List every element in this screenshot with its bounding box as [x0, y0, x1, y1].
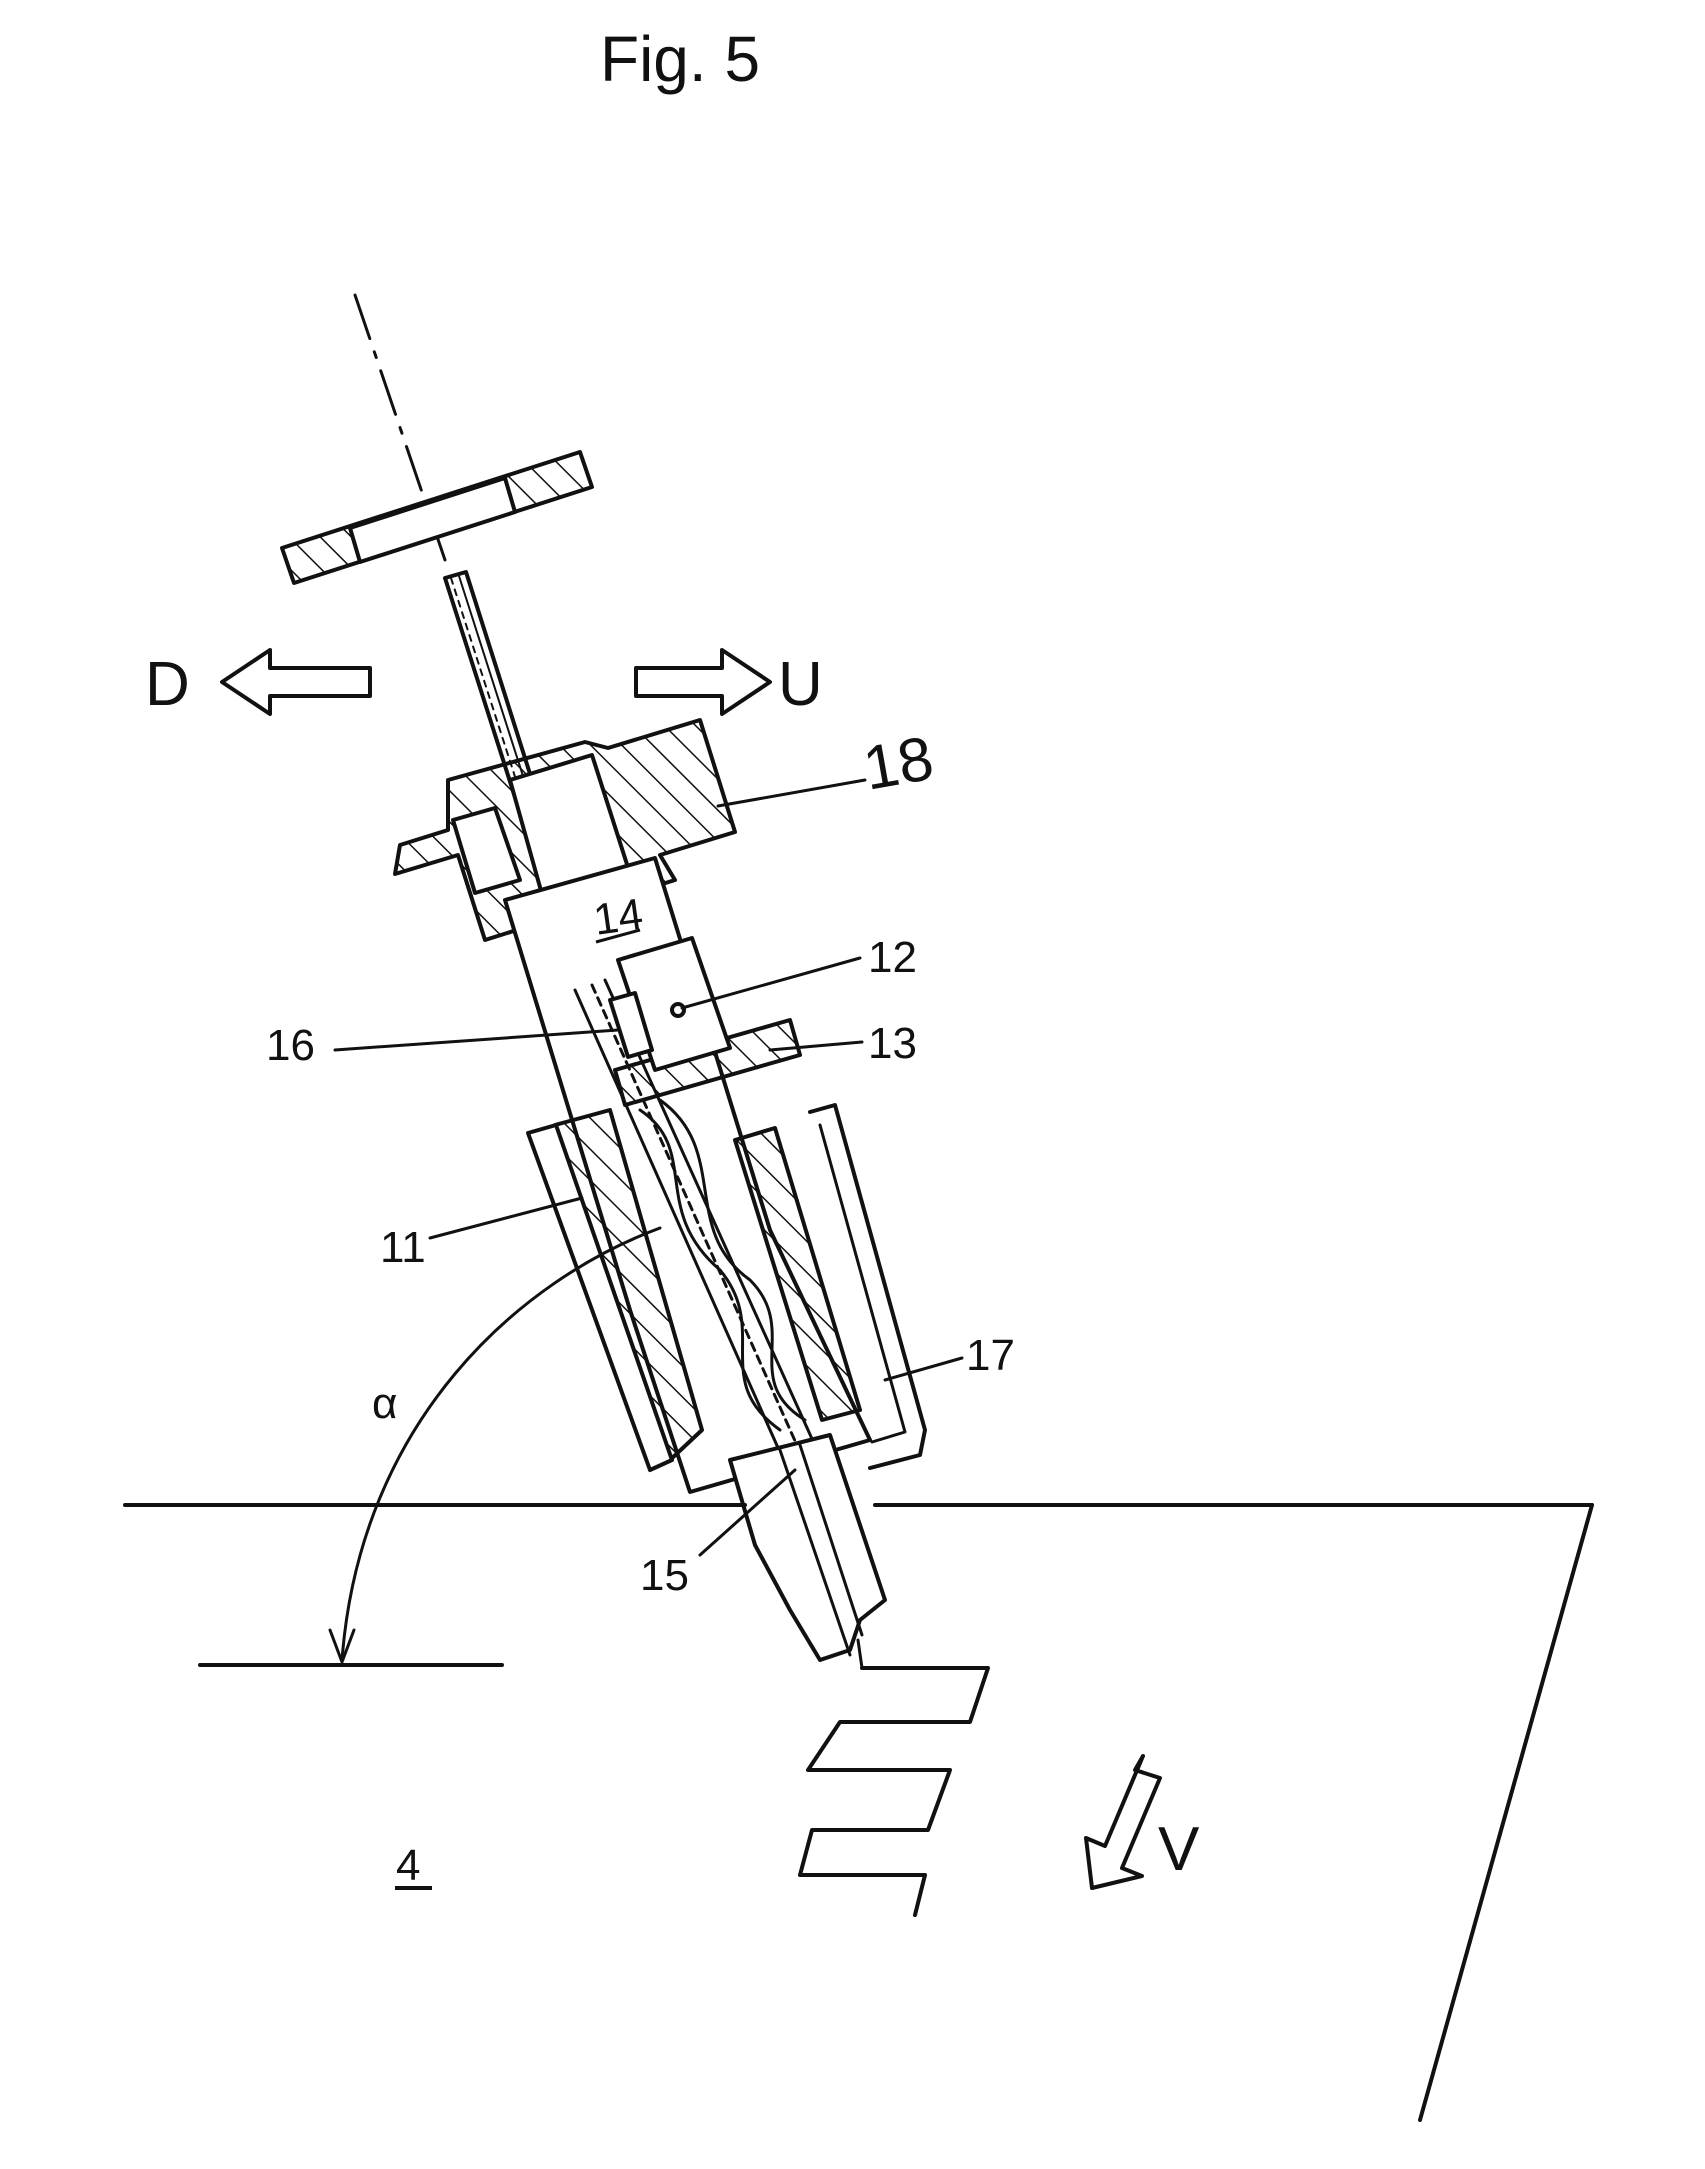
label-ref-13: 13 [868, 1019, 917, 1068]
label-ref-15: 15 [640, 1551, 689, 1600]
label-ref-4: 4 [396, 1841, 420, 1890]
nozzle-tip [730, 1435, 885, 1668]
label-ref-12: 12 [868, 933, 917, 982]
label-ref-11: 11 [380, 1223, 426, 1272]
leader-17 [885, 1358, 962, 1380]
label-ref-14: 14 [591, 890, 646, 945]
housing-body [505, 858, 870, 1520]
label-alpha: α [372, 1379, 397, 1428]
arrow-d [222, 650, 370, 714]
arrow-u [636, 650, 770, 714]
bead-path [800, 1668, 988, 1915]
label-u: U [778, 650, 823, 719]
upper-ring [282, 452, 592, 583]
label-ref-17: 17 [966, 1331, 1015, 1380]
label-d: D [145, 650, 190, 719]
figure-title: Fig. 5 [560, 22, 800, 96]
label-ref-16: 16 [266, 1021, 315, 1070]
label-ref-18: 18 [858, 724, 938, 804]
arrow-v [1086, 1756, 1160, 1888]
leader-18 [718, 780, 865, 806]
label-v: V [1158, 1815, 1200, 1884]
